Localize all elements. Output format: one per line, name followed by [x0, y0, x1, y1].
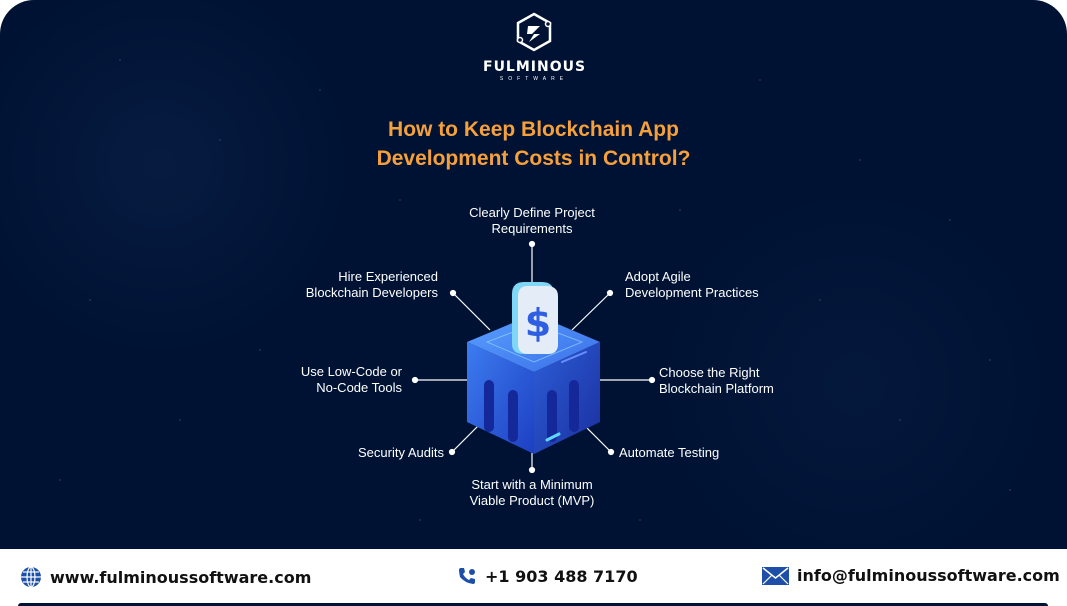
tip-define-requirements: Clearly Define Project Requirements [469, 205, 595, 236]
email-contact[interactable]: info@fulminoussoftware.com [762, 566, 1060, 585]
svg-text:$: $ [525, 301, 551, 345]
tip-security-audits: Security Audits [358, 445, 444, 460]
website-contact[interactable]: www.fulminoussoftware.com [20, 566, 311, 588]
tip-agile-practices: Adopt Agile Development Practices [625, 269, 759, 300]
globe-icon [21, 566, 41, 588]
phone-icon [459, 568, 475, 584]
dollar-cube-icon: $ [467, 282, 600, 454]
envelope-icon [762, 566, 789, 585]
title-line-1: How to Keep Blockchain App [388, 118, 679, 141]
email-address[interactable]: info@fulminoussoftware.com [797, 566, 1060, 585]
footer-bottom-bar [18, 603, 1048, 606]
tip-start-mvp: Start with a Minimum Viable Product (MVP… [469, 477, 595, 508]
brand-name: FULMINOUS [483, 59, 587, 75]
page-title: How to Keep Blockchain App Development C… [300, 115, 767, 173]
tip-right-platform: Choose the Right Blockchain Platform [659, 365, 774, 396]
tip-hire-developers: Hire Experienced Blockchain Developers [305, 269, 438, 300]
company-logo: FULMINOUS SOFTWARE [483, 12, 585, 82]
lightning-hexagon-icon [516, 12, 552, 52]
website-link[interactable]: www.fulminoussoftware.com [50, 567, 312, 587]
brand-tagline: SOFTWARE [499, 76, 569, 82]
tip-low-code-tools: Use Low-Code or No-Code Tools [300, 364, 402, 395]
tip-automate-testing: Automate Testing [619, 445, 720, 460]
title-line-2: Development Costs in Control? [376, 147, 691, 170]
contact-footer [0, 549, 1067, 603]
starfield-decoration [59, 59, 1011, 521]
phone-contact[interactable]: +1 903 488 7170 [457, 566, 638, 586]
phone-number[interactable]: +1 903 488 7170 [485, 566, 638, 586]
connector-lines [411, 240, 656, 474]
infographic-panel: FULMINOUS SOFTWARE How to Keep Blockchai… [0, 0, 1067, 549]
